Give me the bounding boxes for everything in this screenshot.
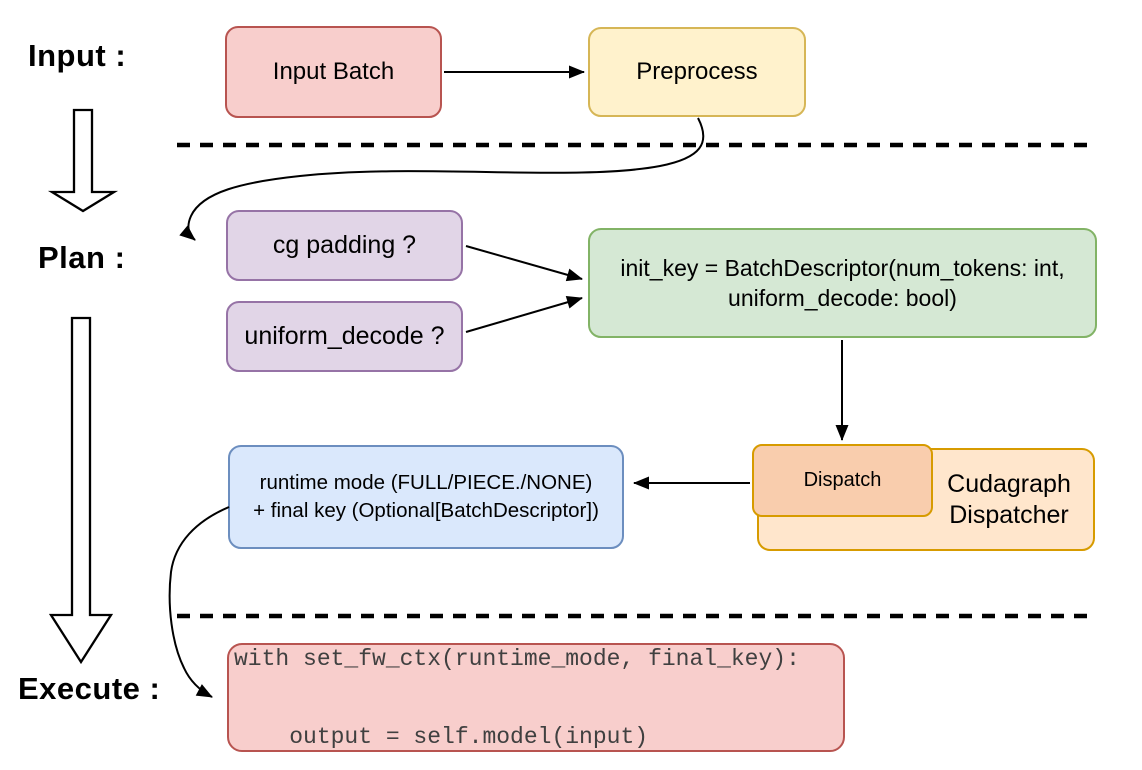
phase-label-plan: Plan : <box>38 240 126 275</box>
node-preprocess: Preprocess <box>588 27 806 117</box>
init-key-line2: uniform_decode: bool) <box>728 285 957 311</box>
arrow-uniformdecode-to-initkey <box>465 295 583 333</box>
node-init-key: init_key = BatchDescriptor(num_tokens: i… <box>588 228 1097 338</box>
node-cg-padding-label: cg padding ? <box>272 230 417 259</box>
node-preprocess-label: Preprocess <box>636 58 758 85</box>
node-uniform-decode-label: uniform_decode ? <box>244 321 445 350</box>
execute-code-line2: output = self.model(input) <box>234 723 649 750</box>
execute-code-line1: with set_fw_ctx(runtime_mode, final_key)… <box>234 645 800 672</box>
node-cg-padding: cg padding ? <box>226 210 463 281</box>
node-uniform-decode: uniform_decode ? <box>226 301 463 372</box>
phase-label-execute: Execute : <box>18 671 161 706</box>
node-runtime-mode: runtime mode (FULL/PIECE./NONE) + final … <box>228 445 624 549</box>
arrow-runtimemode-to-executecode <box>168 506 230 698</box>
arrow-cgpadding-to-initkey <box>465 245 583 282</box>
phase-label-input: Input : <box>28 38 127 73</box>
node-execute-code: with set_fw_ctx(runtime_mode, final_key)… <box>227 643 845 752</box>
runtime-mode-line1: runtime mode (FULL/PIECE./NONE) <box>259 471 593 494</box>
cudagraph-line1: Cudagraph <box>947 469 1071 498</box>
init-key-line1: init_key = BatchDescriptor(num_tokens: i… <box>620 255 1065 281</box>
plan-to-execute-arrow <box>48 316 114 665</box>
node-input-batch-label: Input Batch <box>272 58 395 85</box>
runtime-mode-line2: + final key (Optional[BatchDescriptor]) <box>253 499 599 522</box>
node-dispatch: Dispatch <box>752 444 933 517</box>
node-dispatch-label: Dispatch <box>803 469 882 491</box>
node-input-batch: Input Batch <box>225 26 442 118</box>
input-to-plan-arrow <box>47 108 119 213</box>
cudagraph-line2: Dispatcher <box>949 500 1069 529</box>
